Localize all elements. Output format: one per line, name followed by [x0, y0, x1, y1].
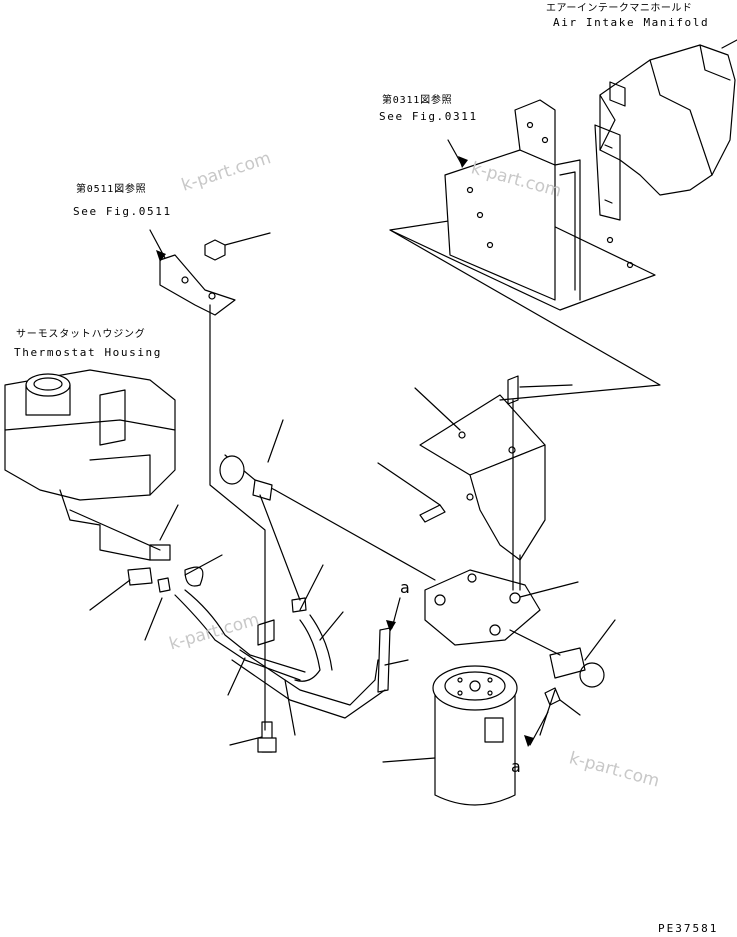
spin-on-filter — [432, 665, 518, 806]
hoses-and-pipes — [127, 454, 391, 753]
air-intake-label-jp: エアーインテークマニホールド — [546, 3, 693, 14]
callout-a-bottom: a — [511, 757, 521, 776]
air-intake-manifold — [594, 39, 737, 221]
mounting-bracket-0311 — [389, 99, 656, 311]
filter-head — [424, 569, 541, 646]
callout-a-top: a — [400, 578, 410, 597]
thermostat-label-en: Thermostat Housing — [14, 346, 163, 359]
bracket-0511 — [159, 239, 236, 316]
thermostat-label-jp: サーモスタットハウジング — [16, 329, 146, 340]
fitting-right — [544, 647, 605, 706]
fig0311-label-jp: 第0311図参照 — [382, 95, 453, 106]
filter-bracket — [419, 375, 546, 561]
drawing-code: PE37581 — [658, 922, 719, 935]
thermostat-housing — [4, 369, 176, 526]
air-intake-label-en: Air Intake Manifold — [553, 16, 710, 29]
fig0511-label-jp: 第0511図参照 — [76, 184, 147, 195]
fig0311-label-en: See Fig.0311 — [379, 110, 478, 123]
reference-lines — [69, 229, 661, 736]
fig0511-label-en: See Fig.0511 — [73, 205, 172, 218]
